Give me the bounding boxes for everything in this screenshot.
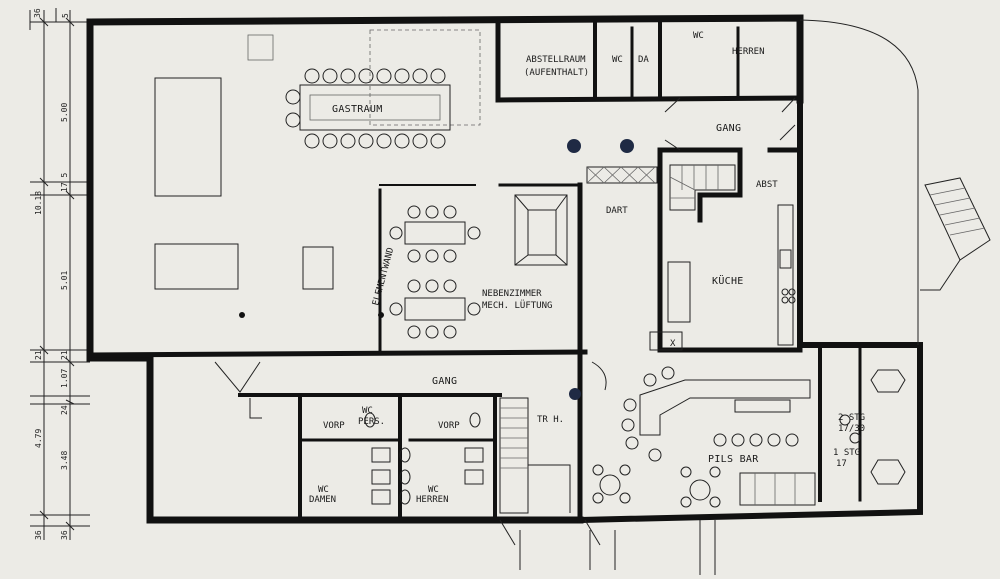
label-wc-top: WC — [612, 55, 623, 65]
column-marker — [620, 139, 634, 153]
dim-36-bottom-b: 36 — [60, 530, 69, 540]
label-da: DA — [638, 55, 649, 65]
inner-stair — [669, 164, 736, 211]
dim-5-01: 5.01 — [60, 271, 69, 290]
dim-21-b: 21 — [60, 350, 69, 360]
dim-1-07: 1.07 — [60, 369, 69, 388]
railing — [586, 166, 658, 184]
column-markers — [239, 139, 634, 400]
exterior-stair — [799, 19, 991, 345]
bar-counter — [639, 379, 816, 506]
label-vorp-2: VORP — [438, 421, 460, 431]
label-vorp-1: VORP — [323, 421, 345, 431]
dim-3-48: 3.48 — [60, 451, 69, 470]
column-marker — [567, 139, 581, 153]
label-wc-damen-wc: WC — [318, 485, 329, 495]
label-herren: HERREN — [416, 495, 449, 505]
label-pils-bar: PILS BAR — [708, 454, 759, 465]
dim-5-00: 5.00 — [60, 103, 69, 122]
dim-36-top: 36 — [33, 8, 42, 18]
entrance-marks — [519, 520, 716, 575]
label-abst: ABST — [756, 180, 778, 190]
gastraum-chairs — [285, 68, 446, 149]
label-tr-h: TR H. — [537, 415, 564, 425]
nebenzimmer-chairs — [389, 205, 481, 339]
label-herren-top: HERREN — [732, 47, 765, 57]
label-wc-herren-wc: WC — [428, 485, 439, 495]
dim-4-79: 4.79 — [34, 429, 43, 448]
stair-tr-h — [499, 397, 571, 514]
dim-5-top: 5 — [61, 13, 70, 18]
label-dart: DART — [606, 206, 628, 216]
label-1-stg: 1 STG — [833, 448, 860, 458]
label-damen: DAMEN — [309, 495, 336, 505]
bar-stools — [592, 366, 799, 508]
label-nebenzimmer: NEBENZIMMER — [482, 289, 542, 299]
label-abstellraum: ABSTELLRAUM — [526, 55, 586, 65]
label-1-stg-dim: 17 — [836, 459, 847, 469]
label-wc-pers: WC — [362, 406, 373, 416]
label-pers: PERS. — [358, 417, 385, 427]
dim-21-a: 21 — [34, 350, 43, 360]
label-kueche: KÜCHE — [712, 274, 744, 287]
column-marker — [569, 388, 581, 400]
label-gang-right: GANG — [716, 123, 741, 134]
label-gastraum: GASTRAUM — [332, 104, 383, 115]
label-gang-bottom: GANG — [432, 376, 457, 387]
dim-17-5: 17 5 — [60, 173, 69, 192]
column-marker — [378, 312, 384, 318]
label-wc-herren-top-wc: WC — [693, 31, 704, 41]
dim-24: 24 — [60, 405, 69, 415]
label-aufenthalt: (AUFENTHALT) — [524, 68, 589, 78]
doors — [214, 97, 796, 546]
svg-text:X: X — [670, 339, 676, 349]
dimension-labels: 36 5 5.00 10.18 17 5 5.01 21 21 1.07 24 … — [33, 8, 70, 540]
label-elementwand: ELEMENTWAND — [371, 247, 396, 307]
bar-corner-seating — [839, 369, 906, 485]
nebenzimmer-furniture — [404, 194, 568, 321]
toilet-fixtures — [364, 412, 484, 505]
label-2-stg: 2 STG — [838, 413, 865, 423]
kitchen-fixtures: X — [649, 204, 796, 351]
column-marker — [239, 312, 245, 318]
interior-walls — [87, 19, 862, 523]
dim-10-18: 10.18 — [34, 191, 43, 215]
label-2-stg-dim: 17/30 — [838, 424, 865, 434]
dim-36-bottom-a: 36 — [34, 530, 43, 540]
dimension-lines — [29, 8, 90, 540]
label-mech-lueftung: MECH. LÜFTUNG — [482, 300, 552, 311]
gastraum-furniture — [154, 29, 481, 290]
